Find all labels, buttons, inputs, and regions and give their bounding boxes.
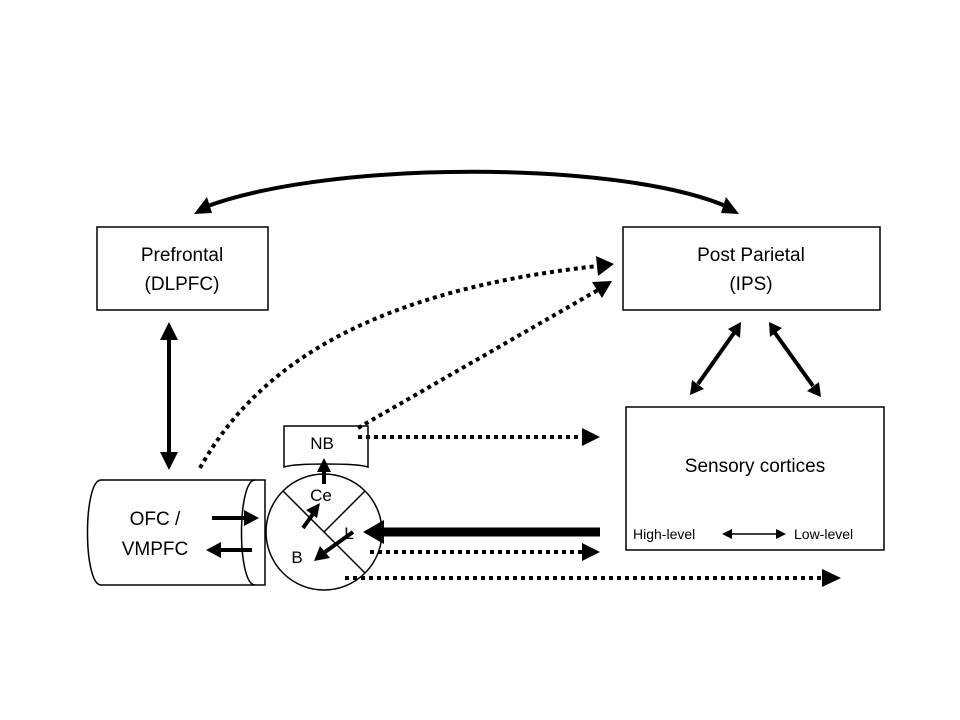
arrow-l-to-b [323, 530, 355, 554]
arrowhead-sensory-to-l [363, 520, 384, 544]
ofc-label: OFC / [130, 509, 181, 530]
arc-prefrontal-parietal [204, 169, 729, 209]
arrowhead-amygdala-sensory [582, 543, 600, 561]
arrowhead-prefrontal-bottom [160, 322, 178, 340]
arrow-parietal-sensory-right [773, 331, 815, 388]
sensory-label: Sensory cortices [685, 456, 825, 477]
nb-label: NB [310, 434, 334, 453]
ce-label: Ce [310, 486, 332, 505]
arrowhead-amygdala-low-level [822, 569, 841, 587]
arrowhead-nb-parietal [592, 281, 612, 298]
arrowhead-ofc-top [160, 452, 178, 470]
arrowhead-ofc-to-amygdala [244, 510, 259, 526]
parietal-sublabel: (IPS) [729, 274, 772, 295]
arrowhead-parietal-left [728, 322, 741, 338]
arrowhead-parietal-right [769, 322, 782, 337]
arrowhead-b-to-ce [306, 503, 320, 518]
arrow-parietal-sensory-left [696, 331, 736, 386]
arrowhead-ce-to-nb [317, 458, 331, 472]
arrowhead-amygdala-to-ofc [206, 542, 221, 558]
parietal-box [622, 226, 881, 311]
arrow-b-to-ce [301, 512, 315, 530]
amygdala-divider-2 [323, 490, 366, 533]
arrowhead-parietal-top [721, 197, 739, 214]
dotted-ofc-parietal [198, 264, 599, 469]
sensory-box [625, 406, 885, 551]
vmpfc-label: VMPFC [122, 539, 189, 560]
arrowhead-l-to-b [314, 546, 330, 561]
high-level-label: High-level [633, 526, 695, 542]
arrowhead-nb-sensory [582, 428, 600, 446]
arrowhead-prefrontal-top [194, 197, 212, 214]
prefrontal-label: Prefrontal [141, 245, 223, 266]
nb-cylinder [283, 425, 369, 469]
low-level-label: Low-level [794, 526, 853, 542]
arrowhead-sensory-right [807, 382, 821, 397]
arrowhead-sensory-left [690, 380, 704, 395]
ofc-cylinder [86, 479, 266, 586]
dotted-nb-parietal [357, 288, 599, 430]
prefrontal-box [96, 226, 269, 311]
prefrontal-sublabel: (DLPFC) [145, 274, 220, 295]
arrowhead-low [776, 529, 786, 539]
parietal-label: Post Parietal [697, 245, 805, 266]
b-label: B [291, 548, 302, 567]
arrowhead-ofc-parietal [596, 256, 614, 276]
arrowhead-high [722, 529, 732, 539]
